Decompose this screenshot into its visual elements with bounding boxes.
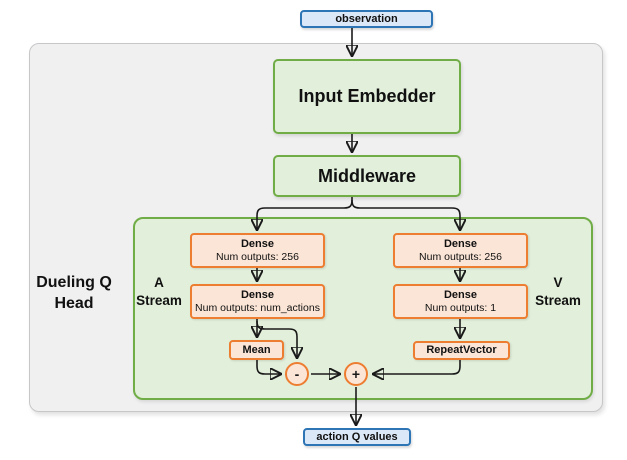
action-q-values-node: action Q values	[303, 428, 411, 446]
a-stream-label: A Stream	[136, 275, 182, 308]
add-operator-node: +	[344, 362, 368, 386]
subtract-operator-node: -	[285, 362, 309, 386]
layer-name: Dense	[443, 237, 478, 250]
layer-detail: Num outputs: 256	[216, 250, 299, 263]
v-stream-dense-1-node: Dense Num outputs: 256	[393, 233, 528, 268]
observation-node: observation	[300, 10, 433, 28]
dueling-head-label: Dueling Q Head	[36, 274, 112, 312]
a-stream-dense-2-node: Dense Num outputs: num_actions	[190, 284, 325, 319]
layer-detail: Num outputs: num_actions	[195, 301, 320, 314]
input-embedder-node: Input Embedder	[273, 59, 461, 134]
middleware-node: Middleware	[273, 155, 461, 197]
layer-detail: Num outputs: 1	[424, 301, 497, 314]
layer-name: Dense	[240, 288, 275, 301]
layer-name: RepeatVector	[426, 344, 497, 357]
layer-name: Dense	[240, 237, 275, 250]
repeat-vector-node: RepeatVector	[413, 341, 510, 360]
v-stream-label: V Stream	[535, 275, 581, 308]
layer-name: Dense	[443, 288, 478, 301]
layer-detail: Num outputs: 256	[419, 250, 502, 263]
a-stream-dense-1-node: Dense Num outputs: 256	[190, 233, 325, 268]
v-stream-dense-2-node: Dense Num outputs: 1	[393, 284, 528, 319]
mean-node: Mean	[229, 340, 284, 360]
layer-name: Mean	[242, 343, 271, 356]
